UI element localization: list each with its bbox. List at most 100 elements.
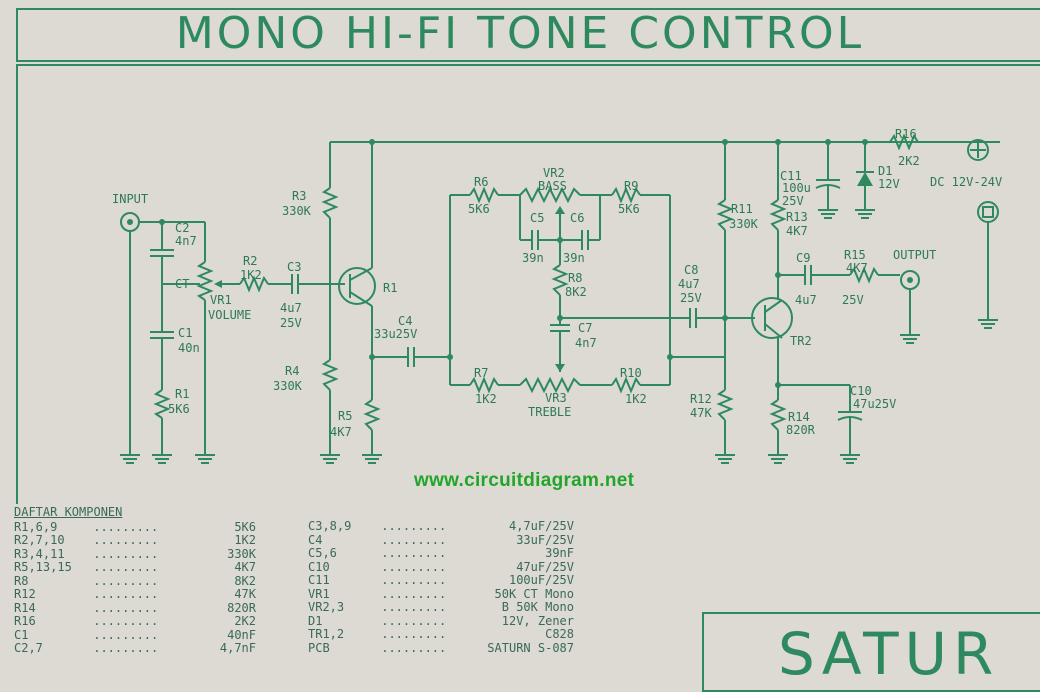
label-dc: DC 12V-24V bbox=[930, 175, 1002, 189]
r4-resistor bbox=[321, 359, 339, 391]
r2-resistor bbox=[239, 275, 269, 293]
r5-resistor bbox=[363, 399, 381, 431]
leader-dots: ...................... bbox=[381, 560, 444, 574]
part-value: 2K2 bbox=[234, 614, 256, 628]
label-input: INPUT bbox=[112, 192, 148, 206]
label-r3-value: 330K bbox=[282, 204, 312, 218]
label-c3-value: 4u7 bbox=[280, 301, 302, 315]
label-c11-value: 100u bbox=[782, 181, 811, 195]
part-value: B 50K Mono bbox=[501, 600, 574, 614]
label-r10-value: 1K2 bbox=[625, 392, 647, 406]
label-c11: C11 bbox=[780, 169, 802, 183]
label-c9-value: 4u7 bbox=[795, 293, 817, 307]
part-value: 39nF bbox=[545, 546, 574, 560]
label-c7-value: 4n7 bbox=[575, 336, 597, 350]
label-r5: R5 bbox=[338, 409, 352, 423]
label-r8: R8 bbox=[568, 271, 582, 285]
label-r14-value: 820R bbox=[786, 423, 816, 437]
label-c5-value: 39n bbox=[522, 251, 544, 265]
parts-row: R8 ......................8K2 bbox=[14, 573, 256, 589]
part-value: C828 bbox=[545, 627, 574, 641]
leader-dots: ...................... bbox=[381, 628, 444, 641]
parts-list-title: DAFTAR KOMPONEN bbox=[14, 505, 123, 519]
tr1-transistor bbox=[338, 267, 376, 305]
vr1-potentiometer bbox=[196, 261, 214, 301]
label-r16: R16 bbox=[895, 127, 917, 141]
parts-row: C2,7 ......................4,7nF bbox=[14, 641, 256, 656]
d1-zener-diode bbox=[857, 172, 873, 186]
label-r1: R1 bbox=[175, 387, 189, 401]
label-r13: R13 bbox=[786, 210, 808, 224]
part-designator: C11 bbox=[308, 573, 330, 587]
ground-symbols-input bbox=[120, 454, 215, 464]
label-c6: C6 bbox=[570, 211, 584, 225]
label-bass: BASS bbox=[538, 179, 567, 193]
parts-row: TR1,2 ...................... C828 bbox=[308, 627, 574, 642]
vr1-wiper bbox=[214, 280, 222, 288]
r7-resistor bbox=[469, 376, 499, 394]
r9-resistor bbox=[611, 186, 641, 204]
r6-resistor bbox=[469, 186, 499, 204]
part-value: 47K bbox=[234, 587, 256, 601]
tr2-transistor bbox=[751, 297, 793, 339]
label-c9: C9 bbox=[796, 251, 810, 265]
label-r3: R3 bbox=[292, 189, 306, 203]
leader-dots: ...................... bbox=[381, 641, 444, 655]
label-r16-value: 2K2 bbox=[898, 154, 920, 168]
part-value: 820R bbox=[227, 600, 256, 615]
ground-symbols-output bbox=[715, 209, 998, 464]
part-designator: TR1,2 bbox=[308, 627, 345, 641]
leader-dots: ...................... bbox=[93, 615, 156, 628]
leader-dots: ...................... bbox=[381, 574, 444, 587]
label-vr2: VR2 bbox=[543, 166, 565, 180]
part-designator: VR2,3 bbox=[308, 600, 345, 614]
label-c4: C4 bbox=[398, 314, 412, 328]
leader-dots: ...................... bbox=[93, 574, 156, 588]
vr3-potentiometer bbox=[519, 376, 581, 394]
label-c4-value: 33u25V bbox=[374, 327, 417, 341]
watermark-url: www.circuitdiagram.net bbox=[414, 470, 635, 491]
label-r15: R15 bbox=[844, 248, 866, 262]
leader-dots: ...................... bbox=[381, 533, 444, 547]
label-r12: R12 bbox=[690, 392, 712, 406]
r14-resistor bbox=[769, 399, 787, 431]
parts-list-left: DAFTAR KOMPONEN R1,6,9 .................… bbox=[14, 505, 256, 656]
label-r7-value: 1K2 bbox=[475, 392, 497, 406]
label-r6-value: 5K6 bbox=[468, 202, 490, 216]
parts-row: D1 ......................12V, Zener bbox=[308, 614, 574, 629]
leader-dots: ...................... bbox=[381, 547, 444, 560]
label-r4-value: 330K bbox=[273, 379, 303, 393]
leader-dots: ...................... bbox=[93, 601, 156, 615]
parts-row: R16 ......................2K2 bbox=[14, 614, 256, 629]
label-c10: C10 bbox=[850, 384, 872, 398]
part-designator: PCB bbox=[308, 640, 330, 655]
parts-row: C1 ......................40nF bbox=[14, 628, 256, 643]
label-r11-value: 330K bbox=[729, 217, 759, 231]
parts-row: VR1 ......................50K CT Mono bbox=[308, 587, 574, 602]
part-value: 33uF/25V bbox=[516, 532, 574, 547]
parts-row: PCB ...................... SATURN S-087 bbox=[308, 640, 574, 656]
leader-dots: ...................... bbox=[93, 520, 156, 534]
label-r6: R6 bbox=[474, 175, 488, 189]
part-designator: R8 bbox=[14, 573, 29, 588]
parts-list-right: C3,8,9 ......................4,7uF/25VC4… bbox=[308, 519, 574, 656]
part-value: 4K7 bbox=[234, 560, 256, 574]
label-r15-value: 4K7 bbox=[846, 261, 868, 275]
label-ct: CT bbox=[175, 277, 189, 291]
part-value: SATURN S-087 bbox=[487, 640, 574, 655]
label-c7: C7 bbox=[578, 321, 592, 335]
parts-row: R1,6,9 ......................5K6 bbox=[14, 519, 256, 535]
part-value: 47uF/25V bbox=[516, 559, 574, 574]
dc-negative-terminal bbox=[977, 201, 999, 223]
leader-dots: ...................... bbox=[381, 614, 444, 628]
label-r12-value: 47K bbox=[690, 406, 712, 420]
leader-dots: ...................... bbox=[381, 601, 444, 614]
label-vr3: VR3 bbox=[545, 391, 567, 405]
output-jack-center bbox=[907, 277, 913, 283]
part-designator: C10 bbox=[308, 559, 330, 574]
label-r2-value: 1K2 bbox=[240, 268, 262, 282]
dc-positive-terminal bbox=[967, 139, 989, 161]
parts-row: C3,8,9 ......................4,7uF/25V bbox=[308, 519, 574, 534]
part-designator: R1,6,9 bbox=[14, 519, 58, 534]
label-volume: VOLUME bbox=[208, 308, 251, 322]
